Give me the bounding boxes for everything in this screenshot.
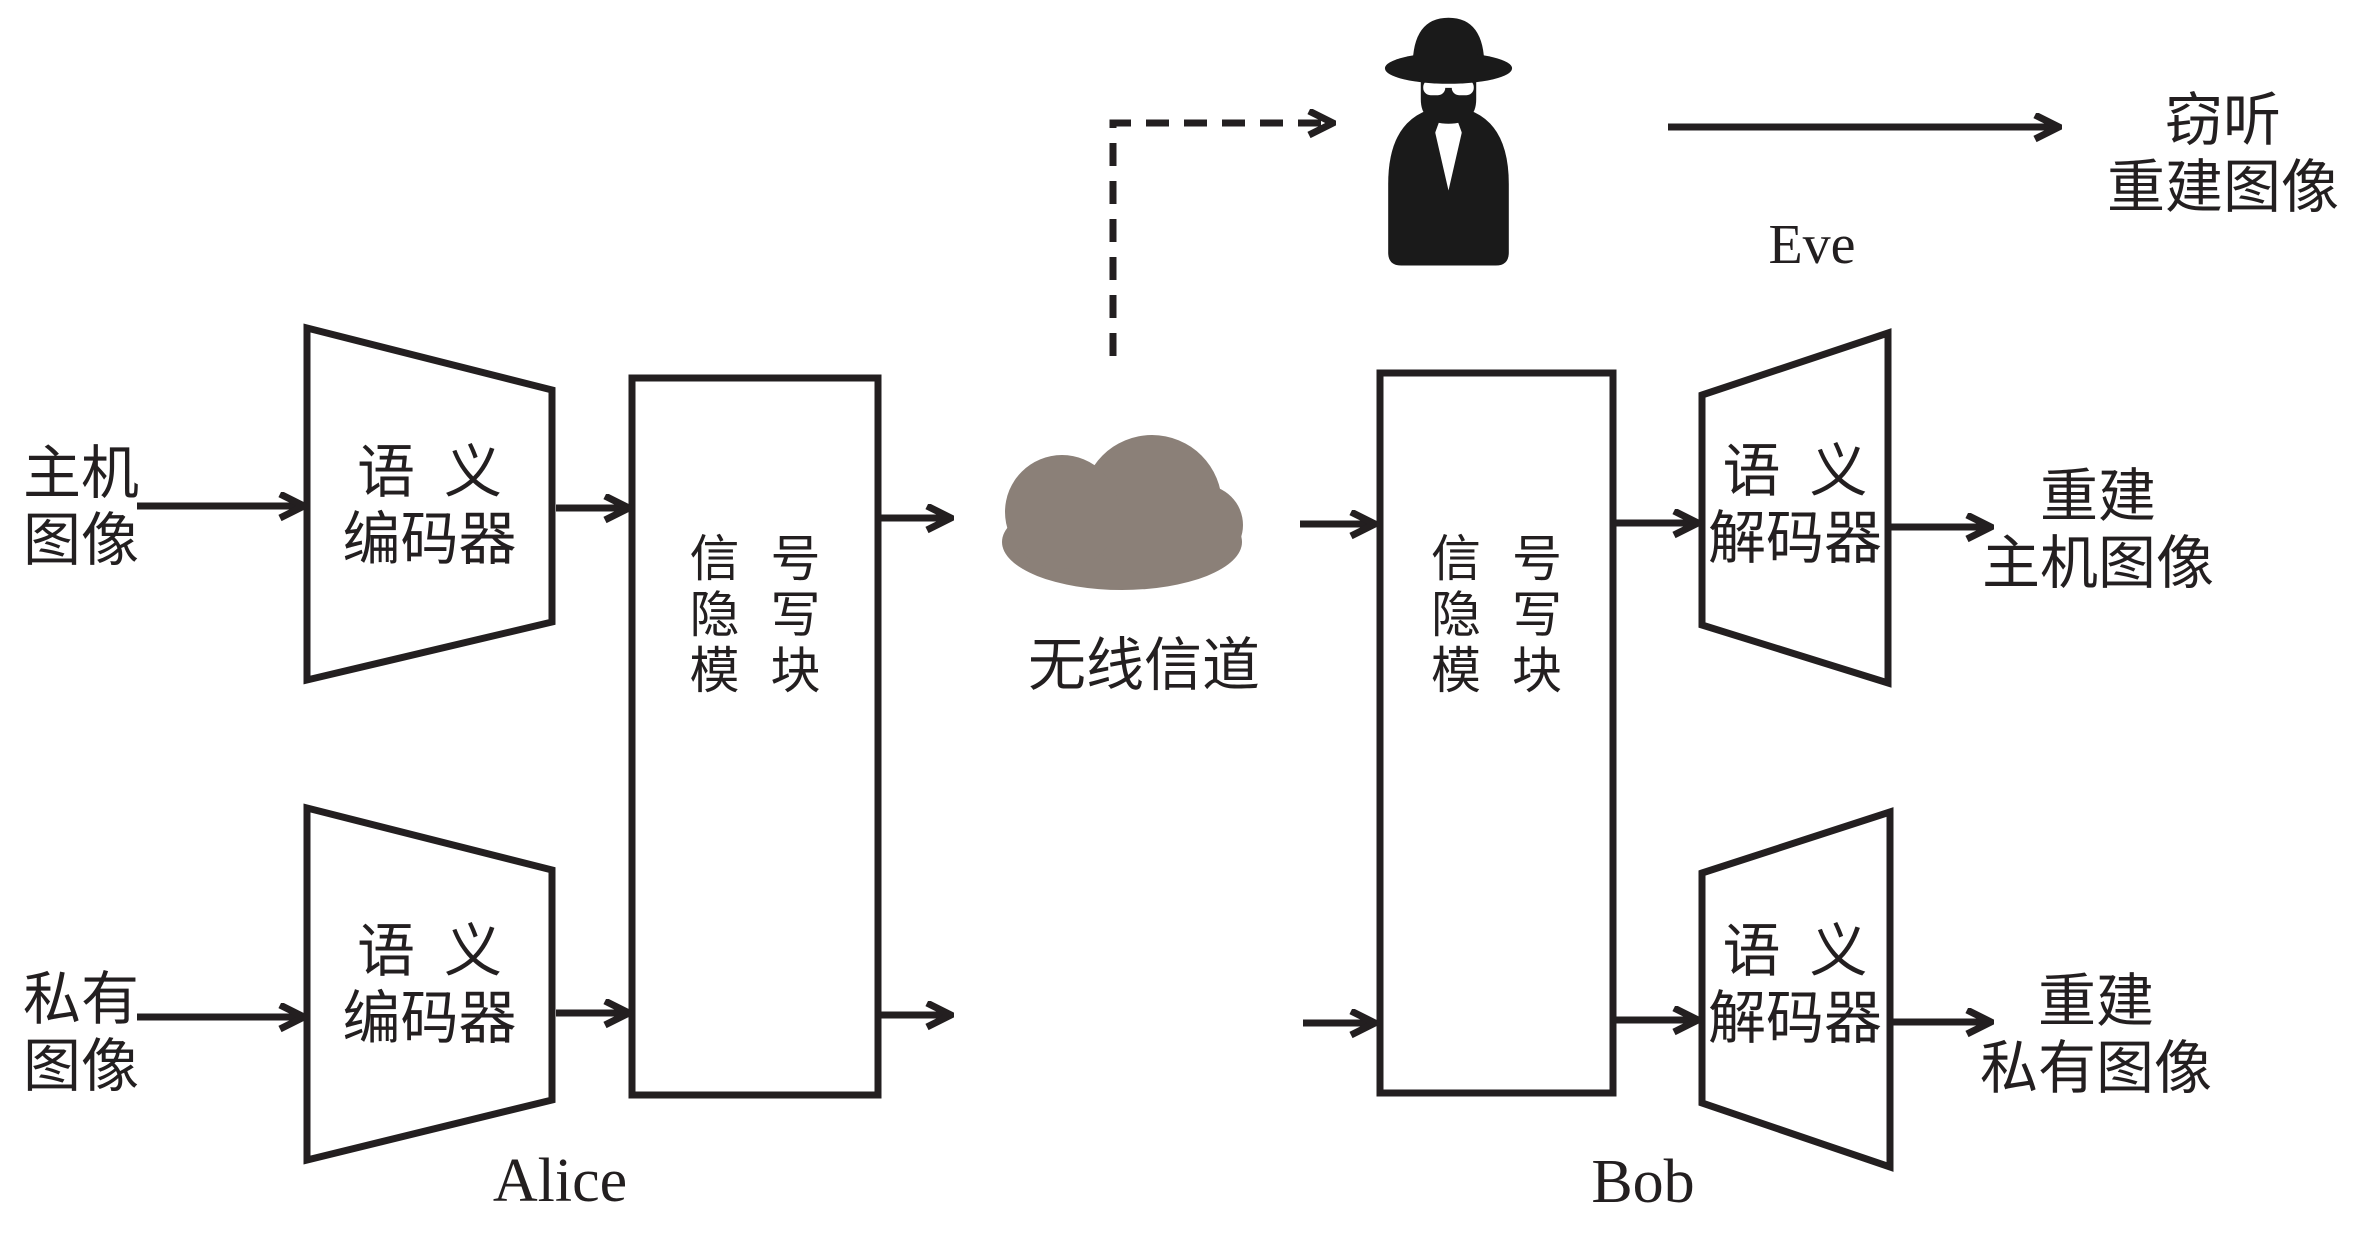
host-image-label: 主机 图像 <box>22 440 139 573</box>
bob-stego-module-label: 信号 隐写 模块 <box>1431 531 1593 699</box>
eve-name-label: Eve <box>1768 213 1856 276</box>
encoder-top-label: 语义 编码器 <box>342 439 531 572</box>
wireless-channel-label: 无线信道 <box>1027 633 1260 699</box>
decoder-top-shape <box>1698 328 1892 688</box>
decoder-bottom-shape <box>1698 807 1894 1172</box>
encoder-bottom-label: 语义 编码器 <box>342 918 531 1051</box>
encoder-bottom-shape <box>303 803 556 1165</box>
private-image-label: 私有 图像 <box>22 966 139 1099</box>
bob-stego-module-box <box>1376 369 1617 1097</box>
private-output-label: 重建 私有图像 <box>1979 968 2212 1101</box>
bob-name-label: Bob <box>1591 1148 1695 1217</box>
alice-stego-module-box <box>628 374 882 1099</box>
eavesdrop-output-label: 窃听 重建图像 <box>2106 87 2339 220</box>
decoder-bottom-label: 语义 解码器 <box>1707 918 1897 1051</box>
alice-name-label: Alice <box>492 1147 628 1216</box>
host-output-label: 重建 主机图像 <box>1981 463 2214 596</box>
decoder-top-label: 语义 解码器 <box>1707 438 1897 571</box>
cloud-icon <box>1002 435 1243 590</box>
dashed-eavesdrop-arrow <box>1109 123 1330 356</box>
alice-stego-module-label: 信号 隐写 模块 <box>689 531 852 699</box>
spy-icon <box>1384 17 1513 266</box>
encoder-top-shape <box>303 323 556 685</box>
